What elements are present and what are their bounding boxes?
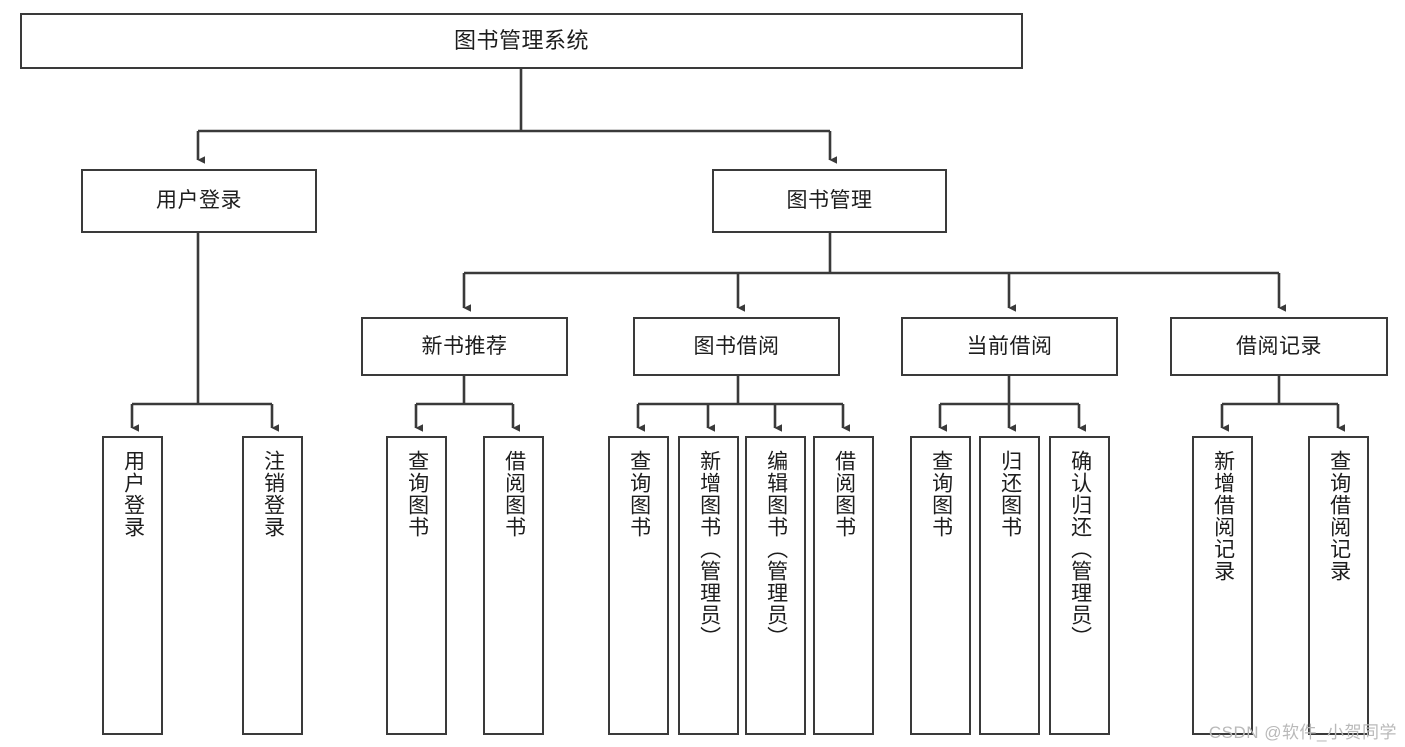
leaf-label: 查询图书 [929, 450, 953, 538]
edges-root-to-level2 [196, 69, 837, 164]
node-user-login[interactable]: 用户登录 [81, 169, 317, 233]
leaf-node-query-book-borrow[interactable]: 查询图书 [608, 436, 669, 735]
leaf-label: 查询借阅记录 [1327, 450, 1351, 582]
leaf-node-add-book-admin[interactable]: 新增图书（管理员） [678, 436, 739, 735]
node-book-management[interactable]: 图书管理 [712, 169, 947, 233]
leaf-label: 用户登录 [121, 450, 145, 538]
watermark-text: CSDN @软件_小贺同学 [1208, 723, 1397, 742]
edges-bookmgmt-to-level3 [462, 233, 1286, 312]
leaf-node-confirm-return-admin[interactable]: 确认归还（管理员） [1049, 436, 1110, 735]
leaf-label: 编辑图书（管理员） [764, 450, 788, 648]
node-book-borrow[interactable]: 图书借阅 [633, 317, 840, 376]
edges-login-to-leaves [130, 233, 279, 432]
leaf-node-return-book[interactable]: 归还图书 [979, 436, 1040, 735]
leaf-label: 查询图书 [405, 450, 429, 538]
edges-records-to-leaves [1220, 376, 1345, 432]
leaf-node-borrow-book[interactable]: 借阅图书 [813, 436, 874, 735]
node-root[interactable]: 图书管理系统 [20, 13, 1023, 69]
leaf-label: 借阅图书 [502, 450, 526, 538]
leaf-label: 新增借阅记录 [1211, 450, 1235, 582]
edges-borrow-to-leaves [636, 376, 850, 432]
leaf-label: 确认归还（管理员） [1068, 450, 1092, 648]
leaf-label: 归还图书 [998, 450, 1022, 538]
leaf-node-edit-book-admin[interactable]: 编辑图书（管理员） [745, 436, 806, 735]
leaf-node-query-book-newbook[interactable]: 查询图书 [386, 436, 447, 735]
leaf-label: 查询图书 [627, 450, 651, 538]
edges-current-to-leaves [938, 376, 1086, 432]
leaf-node-user-login[interactable]: 用户登录 [102, 436, 163, 735]
node-new-book-recommend[interactable]: 新书推荐 [361, 317, 568, 376]
leaf-node-query-borrow-record[interactable]: 查询借阅记录 [1308, 436, 1369, 735]
leaf-label: 注销登录 [261, 450, 285, 538]
leaf-node-add-borrow-record[interactable]: 新增借阅记录 [1192, 436, 1253, 735]
leaf-node-logout[interactable]: 注销登录 [242, 436, 303, 735]
leaf-node-query-book-current[interactable]: 查询图书 [910, 436, 971, 735]
edges-newbook-to-leaves [414, 376, 520, 432]
node-current-borrow[interactable]: 当前借阅 [901, 317, 1118, 376]
node-borrow-records[interactable]: 借阅记录 [1170, 317, 1388, 376]
leaf-label: 借阅图书 [832, 450, 856, 538]
leaf-node-borrow-book-newbook[interactable]: 借阅图书 [483, 436, 544, 735]
leaf-label: 新增图书（管理员） [697, 450, 721, 648]
